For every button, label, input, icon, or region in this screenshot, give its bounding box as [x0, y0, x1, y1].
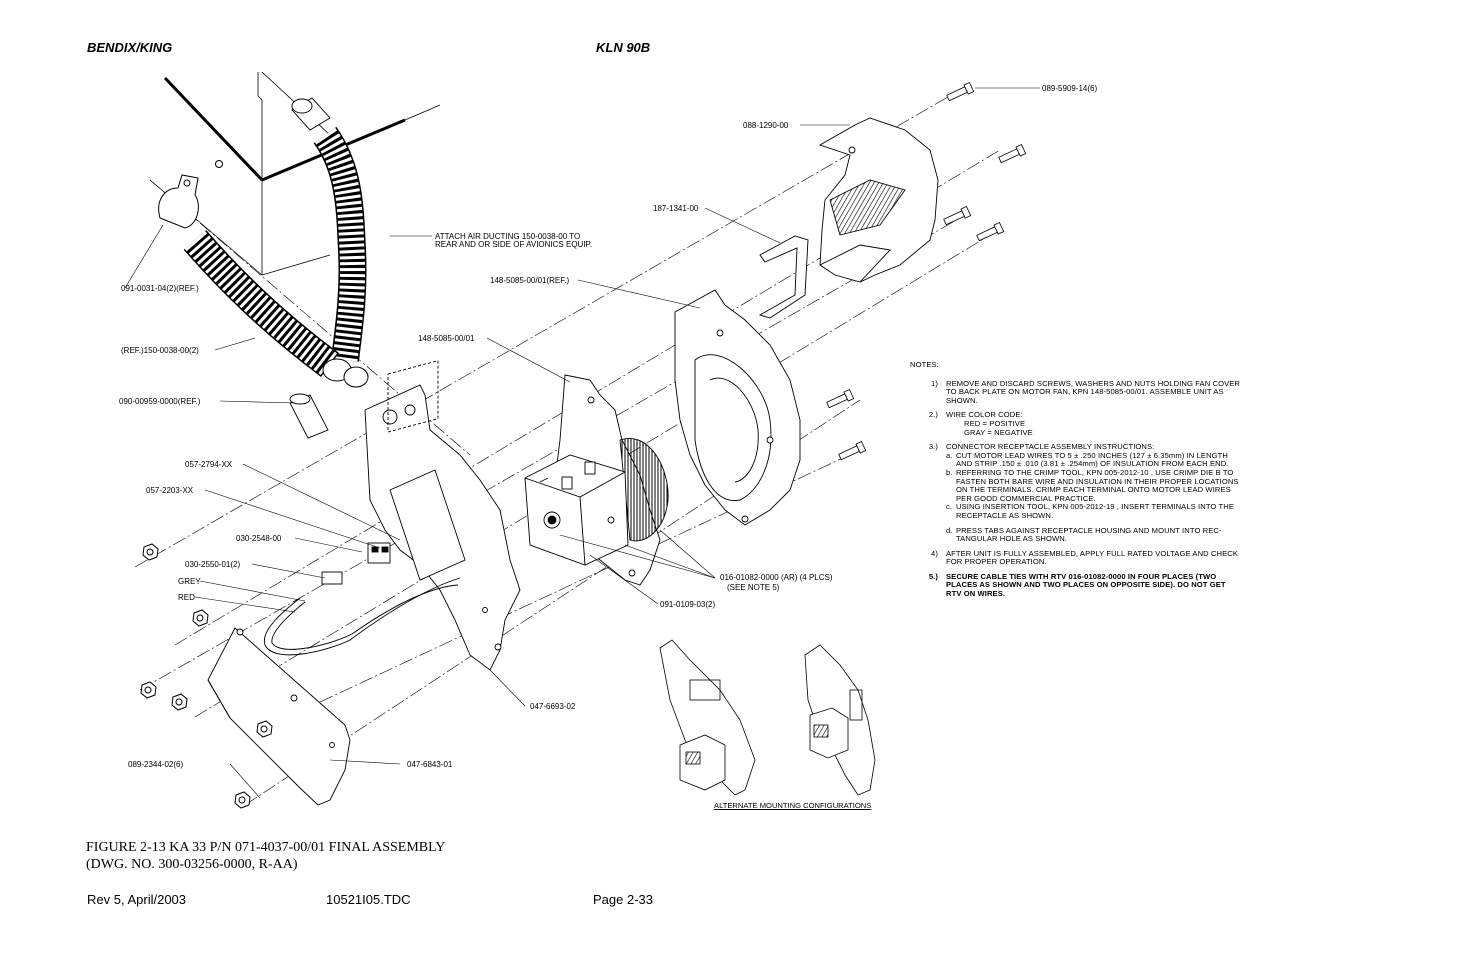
callout-057-2203: 057-2203-XX — [146, 486, 194, 495]
note-1: 1) REMOVE AND DISCARD SCREWS, WASHERS AN… — [910, 378, 1240, 406]
leader-lines — [124, 87, 1040, 799]
callout-red-wire: RED — [178, 593, 195, 602]
callout-187-1341-00: 187-1341-00 — [653, 204, 699, 213]
alternate-mounting-right — [804, 644, 876, 796]
duct-sleeve — [289, 393, 329, 439]
figure-caption: FIGURE 2-13 KA 33 P/N 071-4037-00/01 FIN… — [86, 839, 445, 873]
hex-nuts — [140, 543, 273, 809]
note-2: 2.) WIRE COLOR CODE: RED = POSITIVE GRAY… — [910, 411, 1240, 437]
notes-block: NOTES: 1) REMOVE AND DISCARD SCREWS, WAS… — [910, 360, 1240, 605]
callout-attach-air-ducting: ATTACH AIR DUCTING 150-0038-00 TO — [435, 232, 580, 241]
callout-030-2550-01: 030-2550-01(2) — [185, 560, 240, 569]
note-3d-text: PRESS TABS AGAINST RECEPTACLE HOUSING AN… — [956, 525, 1222, 544]
connector-receptacle — [263, 542, 461, 656]
callout-labels: 089-5909-14(6) 088-1290-00 187-1341-00 1… — [119, 84, 1097, 769]
note-5-number: 5.) — [928, 571, 938, 581]
callout-047-6843-01: 047-6843-01 — [407, 760, 453, 769]
note-4-number: 4) — [931, 548, 938, 558]
callout-089-2344-02: 089-2344-02(6) — [128, 760, 183, 769]
callout-091-0031-04: 091-0031-04(2)(REF.) — [121, 284, 199, 293]
hose-clamp — [158, 160, 223, 229]
note-3b-letter: b. — [946, 467, 953, 477]
header-model: KLN 90B — [596, 40, 651, 55]
note-3c-letter: c. — [946, 502, 953, 512]
mounting-bracket — [207, 627, 351, 806]
callout-016-01082-0000: 016-01082-0000 (AR) (4 PLCS) — [720, 573, 833, 582]
figure-caption-line-2: (DWG. NO. 300-03256-0000, R-AA) — [86, 857, 298, 872]
callout-088-1290-00: 088-1290-00 — [743, 121, 789, 130]
duct-adapter-top — [291, 97, 331, 131]
callout-grey-wire: GREY — [178, 577, 201, 586]
callout-030-2548-00: 030-2548-00 — [236, 534, 282, 543]
callout-148-5085: 148-5085-00/01 — [418, 334, 475, 343]
note-3-text: CONNECTOR RECEPTACLE ASSEMBLY INSTRUCTIO… — [946, 442, 1155, 452]
note-5-text: SECURE CABLE TIES WITH RTV 016-01082-000… — [946, 571, 1226, 599]
note-2-text: WIRE COLOR CODE: — [946, 410, 1023, 420]
figure-caption-line-1: FIGURE 2-13 KA 33 P/N 071-4037-00/01 FIN… — [86, 840, 446, 855]
footer-page-number: Page 2-33 — [593, 892, 653, 907]
callout-089-5909-14: 089-5909-14(6) — [1042, 84, 1097, 93]
note-2-number: 2.) — [928, 410, 938, 420]
footer-filename: 10521I05.TDC — [326, 892, 411, 907]
note-4-text: AFTER UNIT IS FULLY ASSEMBLED, APPLY FUL… — [946, 548, 1239, 567]
note-5: 5.) SECURE CABLE TIES WITH RTV 016-01082… — [910, 571, 1240, 599]
callout-091-0109-03: 091-0109-03(2) — [660, 600, 715, 609]
notes-title: NOTES: — [910, 360, 939, 369]
note-1-text: REMOVE AND DISCARD SCREWS, WASHERS AND N… — [946, 378, 1240, 405]
note-3b-text: REFERRING TO THE CRIMP TOOL, KPN 005-201… — [956, 467, 1239, 503]
stiffener-bracket — [758, 235, 809, 319]
note-3a-letter: a. — [946, 450, 953, 460]
callout-see-note-5: (SEE NOTE 5) — [727, 583, 780, 592]
note-3: 3.) CONNECTOR RECEPTACLE ASSEMBLY INSTRU… — [910, 442, 1240, 544]
motor-fan — [524, 374, 669, 586]
header-manufacturer: BENDIX/KING — [87, 40, 173, 55]
alternate-mounting-left — [659, 639, 756, 796]
screws — [826, 81, 1027, 461]
air-ducting-hoses — [183, 126, 369, 388]
back-plate — [364, 360, 521, 671]
callout-047-6693-02: 047-6693-02 — [530, 702, 576, 711]
alternate-mounting-label: ALTERNATE MOUNTING CONFIGURATIONS — [714, 801, 872, 810]
fan-cover — [674, 289, 801, 526]
callout-150-0038-00: (REF.)150-0038-00(2) — [121, 346, 199, 355]
note-3a-text: CUT MOTOR LEAD WIRES TO 5 ± .250 INCHES … — [956, 450, 1229, 469]
note-1-number: 1) — [931, 378, 938, 388]
callout-090-00959-0000: 090-00959-0000(REF.) — [119, 397, 201, 406]
note-3-number: 3.) — [928, 442, 938, 452]
callout-attach-air-ducting-2: REAR AND OR SIDE OF AVIONICS EQUIP. — [435, 240, 592, 249]
callout-148-5085-ref: 148-5085-00/01(REF.) — [490, 276, 569, 285]
note-3c-text: USING INSERTION TOOL, KPN 005-2012-19 , … — [956, 502, 1234, 520]
note-4: 4) AFTER UNIT IS FULLY ASSEMBLED, APPLY … — [910, 548, 1240, 567]
callout-057-2794: 057-2794-XX — [185, 460, 233, 469]
fan-cover-housing — [818, 117, 939, 283]
note-2-gray: GRAY = NEGATIVE — [964, 427, 1033, 437]
footer-revision: Rev 5, April/2003 — [87, 892, 187, 907]
note-3d-letter: d. — [946, 525, 953, 535]
note-2-red: RED = POSITIVE — [964, 418, 1026, 428]
